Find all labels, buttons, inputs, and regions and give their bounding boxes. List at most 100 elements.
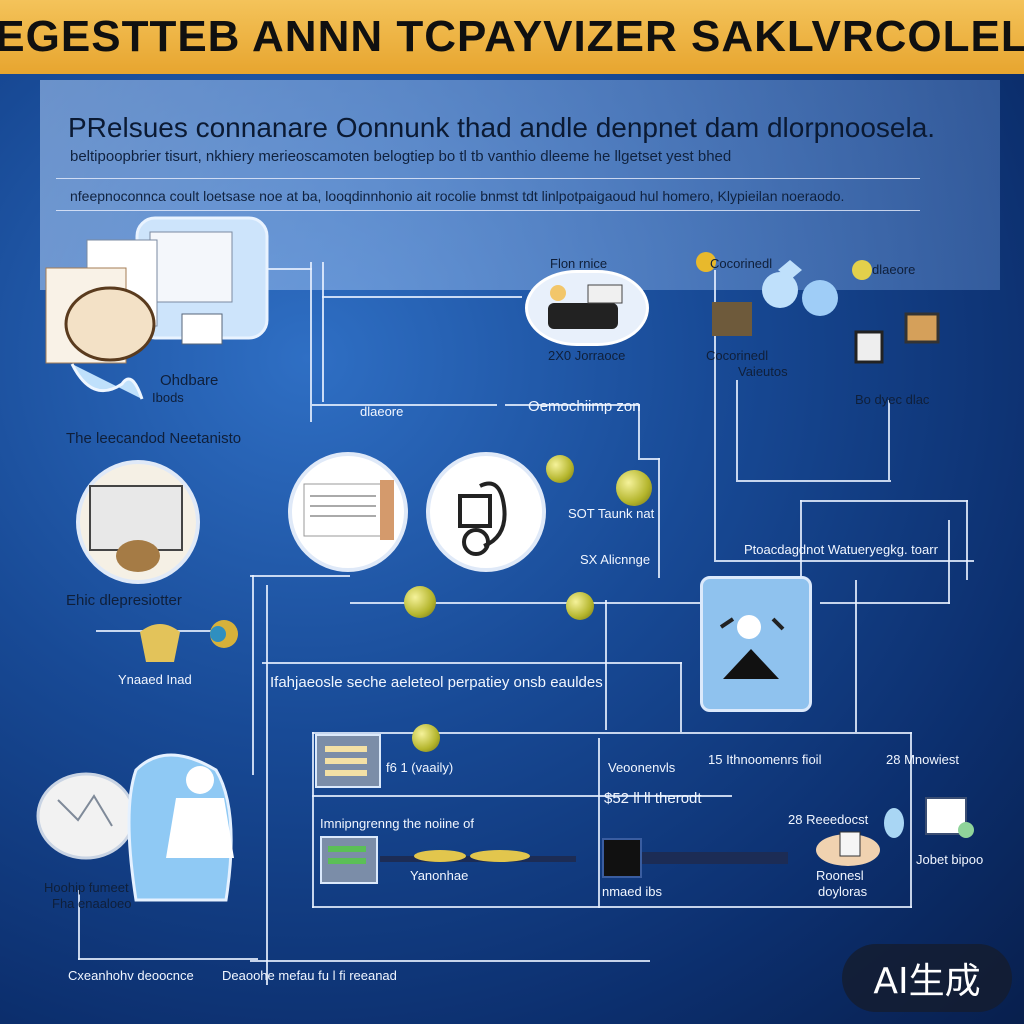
server-stack-icon [315,734,381,788]
device-panel-icon [700,576,812,712]
ptoacdagdnot-label: Ptoacdagdnot Watueryegkg. toarr [744,542,938,557]
connector [640,458,660,460]
bo-label-small: dlaeore [872,262,916,277]
connector [736,380,738,480]
computer-cluster-icon [42,214,270,418]
connector [605,600,607,730]
camera-device-icon [812,824,886,870]
progress-track-icon [642,852,788,864]
monitor-icon [602,838,642,878]
recoded-label: The leecandod Neetanisto [66,430,242,447]
connector [250,575,350,577]
doyloras-label: doyloras [818,884,868,899]
server-node-icon [848,250,958,370]
title-banner: EGESTTEB ANNN TCPAYVIZER SAKLVRCOLEL [0,0,1024,74]
connector [658,458,660,578]
jobet-label: Jobet bipoo [916,852,984,867]
deaoohe-label: Deaoohe mefau fu l fi reeanad [222,968,397,983]
ifahjaeosle-label: Ifahjaeosle seche aeleteol perpatiey ons… [270,674,603,691]
robot-node-icon [426,452,546,572]
cloud-network-icon [690,250,840,340]
connector [252,575,254,775]
s52-label: $52 ll ll therodt [604,790,702,807]
header-headline: PRelsues connanare Oonnunk thad andle de… [68,112,936,143]
connector [322,262,324,402]
ai-generated-badge: AI生成 [842,944,1012,1012]
flon-label: Flon rnice [550,256,608,271]
connector [78,890,80,960]
connector [820,602,950,604]
connector [855,580,857,732]
green-rack-icon [320,836,378,884]
progress-track-icon [380,848,576,868]
connector [948,520,950,604]
cocorinedl-label: Cocorinedl [706,348,769,363]
oemochiimp-label: Oemochiimp zon [528,398,641,415]
connector [680,662,682,732]
cluster-label: Ohdbare [160,372,219,389]
cocorinedl-header: Cocorinedl [710,256,773,271]
connector [714,560,974,562]
workspace-scene-icon [525,270,649,346]
node-dot-icon [546,455,574,483]
oxeanhohv-label: Cxeanhohv deoocnce [68,968,194,983]
nmaed-label: nmaed ibs [602,884,662,899]
connector [350,602,700,604]
connector [800,500,968,502]
connector [638,404,640,460]
node-dot-icon [616,470,652,506]
banner-title: EGESTTEB ANNN TCPAYVIZER SAKLVRCOLEL [0,12,1024,61]
hiohip-label: Hoohip fumeet [44,880,129,895]
connector [78,958,258,960]
watermark-text: AI生成 [873,961,981,1002]
connector [312,732,314,908]
yanonhae-label: Yanonhae [410,868,469,883]
connector [250,960,650,962]
connector [262,662,682,664]
header-divider [56,178,920,179]
node-dot-icon [566,592,594,620]
fbl-label: f6 1 (vaaily) [386,760,454,775]
connector [312,795,732,797]
header-divider-bottom [56,210,920,211]
rnipngrenng-label: Imnipngrenng the noiine of [320,816,474,831]
roonesl-label: Roonesl [816,868,864,883]
ehic-label: Ehic dlepresiotter [66,592,182,609]
connector [312,906,912,908]
sx-label: SX Alicnnge [580,552,651,567]
fha-label: Fha enaaloeo [52,896,132,911]
cluster-sublabel: Ibods [152,390,184,405]
photo-node-icon [76,460,200,584]
connector [266,585,268,985]
ithnoomenrs-label: 15 Ithnoomenrs fioil [708,752,822,767]
connector [910,732,912,908]
monitor-stand-icon [920,790,980,850]
connector [310,262,312,422]
sot-label: SOT Taunk nat [568,506,655,521]
lamp-device-icon [132,612,242,672]
dlaeore-label: dlaeore [360,404,404,419]
z8-reeedocst-label: 28 Reeedocst [788,812,869,827]
z8-mnowiest-label: 28 Mnowiest [886,752,959,767]
header-subline: beltipoopbrier tisurt, nkhiery merieosca… [70,148,732,165]
zxo-label: 2X0 Jorraoce [548,348,626,363]
connector [800,500,802,580]
connector [598,738,600,908]
connector [312,732,912,734]
node-dot-icon [884,808,904,838]
node-dot-icon [404,586,436,618]
connector [714,270,716,560]
connector [888,400,890,480]
ynaaed-label: Ynaaed Inad [118,672,192,687]
node-dot-icon [412,724,440,752]
bo-dyec-label: Bo dyec dlac [855,392,930,407]
person-figure-icon [36,740,262,920]
header-caption: nfeepnoconnca coult loetsase noe at ba, … [70,188,845,204]
valeutos-label: Vaieutos [738,364,788,379]
veoonenvls-label: Veoonenvls [608,760,676,775]
connector [312,404,497,406]
document-node-icon [288,452,408,572]
connector [505,404,640,406]
connector [322,296,522,298]
connector [736,480,891,482]
